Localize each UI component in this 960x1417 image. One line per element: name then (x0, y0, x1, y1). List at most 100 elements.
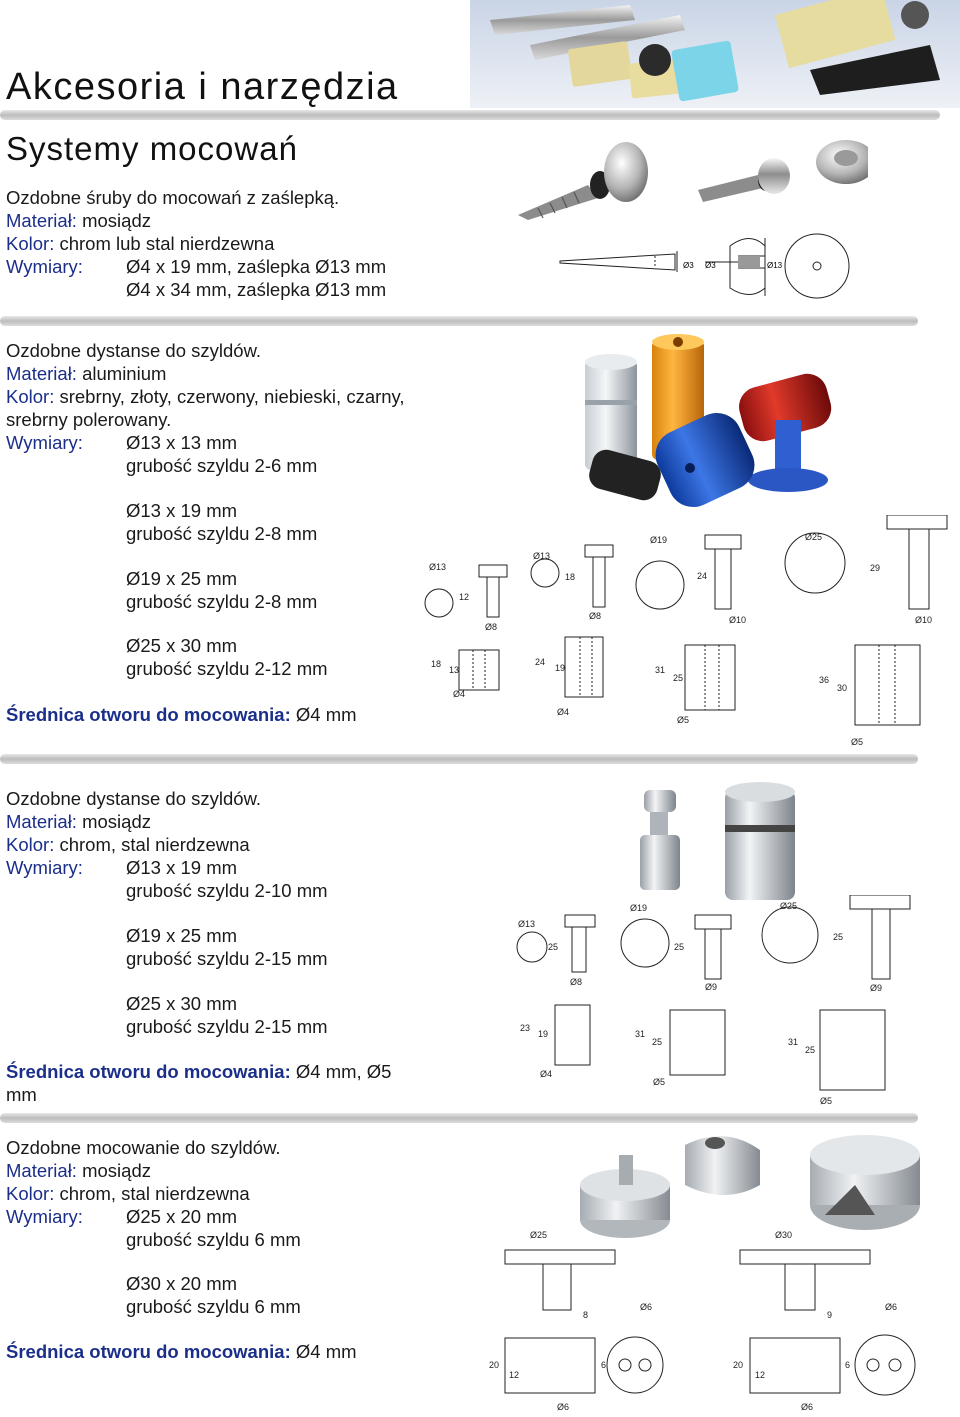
section1-title: Ozdobne śruby do mocowań z zaślepką. (6, 187, 340, 208)
dimension-label: 25 (833, 932, 843, 942)
dimension-label: 24 (535, 657, 545, 667)
section3-hole: Średnica otworu do mocowania: Ø4 mm, Ø5 (6, 1061, 392, 1082)
dimension-label: 23 (520, 1023, 530, 1033)
dimension-label: 25 (548, 942, 558, 952)
dimension-label: 18 (565, 572, 575, 582)
dimension-label: Ø13 (767, 261, 783, 270)
dimension-label: Ø3 (683, 261, 694, 270)
dimension-label: Ø25 (805, 532, 822, 542)
section2-dim: grubość szyldu 2-6 mm (126, 455, 318, 476)
dimension-label: 20 (489, 1360, 499, 1370)
chrome-spacers-photo (640, 782, 795, 900)
dimension-label: Ø5 (851, 737, 863, 747)
decorative-screws-photo (518, 140, 868, 220)
aluminium-spacers-drawing: Ø13 12 Ø8 18 13 Ø4 Ø13 18 Ø8 24 19 Ø4 Ø1… (424, 515, 948, 747)
section2-title: Ozdobne dystanse do szyldów. (6, 340, 262, 361)
section2-dim: grubość szyldu 2-8 mm (126, 523, 318, 544)
dimension-label: Ø6 (557, 1402, 569, 1412)
section2-hole: Średnica otworu do mocowania: Ø4 mm (6, 704, 357, 725)
dimension-label: Ø8 (589, 611, 601, 621)
dimension-label: Ø19 (630, 903, 647, 913)
dimension-label: 25 (652, 1037, 662, 1047)
divider (0, 316, 918, 326)
divider (0, 110, 940, 120)
section1-dims-label: Wymiary: (6, 256, 83, 277)
dimension-label: 25 (674, 942, 684, 952)
chrome-mounts-photo (580, 1135, 920, 1238)
section2-dim: grubość szyldu 2-12 mm (126, 658, 328, 679)
dimension-label: Ø10 (915, 615, 932, 625)
chrome-mounts-drawing: Ø25 8 Ø6 20 12 6 Ø6 Ø30 9 Ø6 20 12 6 Ø6 (489, 1230, 916, 1412)
dimension-label: 12 (459, 592, 469, 602)
section3-dim: Ø13 x 19 mm (126, 857, 238, 878)
dimension-label: Ø13 (429, 562, 446, 572)
section3-dim: Ø25 x 30 mm (126, 993, 238, 1014)
dimension-label: Ø6 (885, 1302, 897, 1312)
page-title: Akcesoria i narzędzia (6, 66, 399, 108)
dimension-label: 13 (449, 665, 459, 675)
dimension-label: Ø5 (820, 1096, 832, 1106)
section1-dim: Ø4 x 34 mm, zaślepka Ø13 mm (126, 279, 387, 300)
dimension-label: Ø19 (650, 535, 667, 545)
page-subtitle: Systemy mocowań (6, 130, 298, 167)
chrome-spacers-drawing: Ø13 25 Ø8 23 19 Ø4 Ø19 25 Ø9 31 25 Ø5 Ø2… (516, 895, 911, 1106)
section4-dim: Ø25 x 20 mm (126, 1206, 238, 1227)
dimension-label: 6 (601, 1360, 606, 1370)
dimension-label: Ø8 (570, 977, 582, 987)
dimension-label: 20 (733, 1360, 743, 1370)
dimension-label: Ø4 (557, 707, 569, 717)
section4-title: Ozdobne mocowanie do szyldów. (6, 1137, 281, 1158)
dimension-label: 31 (788, 1037, 798, 1047)
dimension-label: 6 (845, 1360, 850, 1370)
badge-accessories-photo (470, 0, 960, 108)
section2-dim: Ø13 x 19 mm (126, 500, 238, 521)
divider (0, 1113, 918, 1123)
dimension-label: Ø25 (780, 901, 797, 911)
dimension-label: Ø6 (640, 1302, 652, 1312)
dimension-label: Ø5 (677, 715, 689, 725)
dimension-label: 12 (509, 1370, 519, 1380)
dimension-label: 9 (827, 1310, 832, 1320)
section3-dims-label: Wymiary: (6, 857, 83, 878)
dimension-label: Ø25 (530, 1230, 547, 1240)
section4-dim: grubość szyldu 6 mm (126, 1229, 301, 1250)
section3-dim: grubość szyldu 2-15 mm (126, 948, 328, 969)
dimension-label: Ø9 (870, 983, 882, 993)
section2-dim: Ø19 x 25 mm (126, 568, 238, 589)
dimension-label: Ø3 (705, 261, 716, 270)
dimension-label: Ø4 (453, 689, 465, 699)
dimension-label: Ø8 (485, 622, 497, 632)
section3-dim: Ø19 x 25 mm (126, 925, 238, 946)
section4-dim: Ø30 x 20 mm (126, 1273, 238, 1294)
section2-material: Materiał: aluminium (6, 363, 167, 384)
dimension-label: Ø9 (705, 982, 717, 992)
section4-dim: grubość szyldu 6 mm (126, 1296, 301, 1317)
dimension-label: Ø6 (801, 1402, 813, 1412)
dimension-label: 18 (431, 659, 441, 669)
section2-dim: Ø25 x 30 mm (126, 635, 238, 656)
section3-title: Ozdobne dystanse do szyldów. (6, 788, 262, 809)
dimension-label: 12 (755, 1370, 765, 1380)
section2-dims-label: Wymiary: (6, 432, 83, 453)
section4-color: Kolor: chrom, stal nierdzewna (6, 1183, 250, 1204)
dimension-label: 31 (635, 1029, 645, 1039)
section2-color: Kolor: srebrny, złoty, czerwony, niebies… (6, 386, 405, 407)
dimension-label: 25 (805, 1045, 815, 1055)
section3-dim: grubość szyldu 2-10 mm (126, 880, 328, 901)
section4-dims-label: Wymiary: (6, 1206, 83, 1227)
section2-dim: grubość szyldu 2-8 mm (126, 591, 318, 612)
dimension-label: 30 (837, 683, 847, 693)
dimension-label: 8 (583, 1310, 588, 1320)
section2-dim: Ø13 x 13 mm (126, 432, 238, 453)
dimension-label: 31 (655, 665, 665, 675)
dimension-label: Ø10 (729, 615, 746, 625)
dimension-label: Ø5 (653, 1077, 665, 1087)
dimension-label: Ø4 (540, 1069, 552, 1079)
section1-color: Kolor: chrom lub stal nierdzewna (6, 233, 275, 254)
aluminium-spacers-photo (585, 334, 832, 508)
section3-dim: grubość szyldu 2-15 mm (126, 1016, 328, 1037)
section4-hole: Średnica otworu do mocowania: Ø4 mm (6, 1341, 357, 1362)
screw-technical-drawing: Ø3 Ø3 Ø13 (559, 233, 850, 299)
section3-color: Kolor: chrom, stal nierdzewna (6, 834, 250, 855)
section1-dim: Ø4 x 19 mm, zaślepka Ø13 mm (126, 256, 387, 277)
